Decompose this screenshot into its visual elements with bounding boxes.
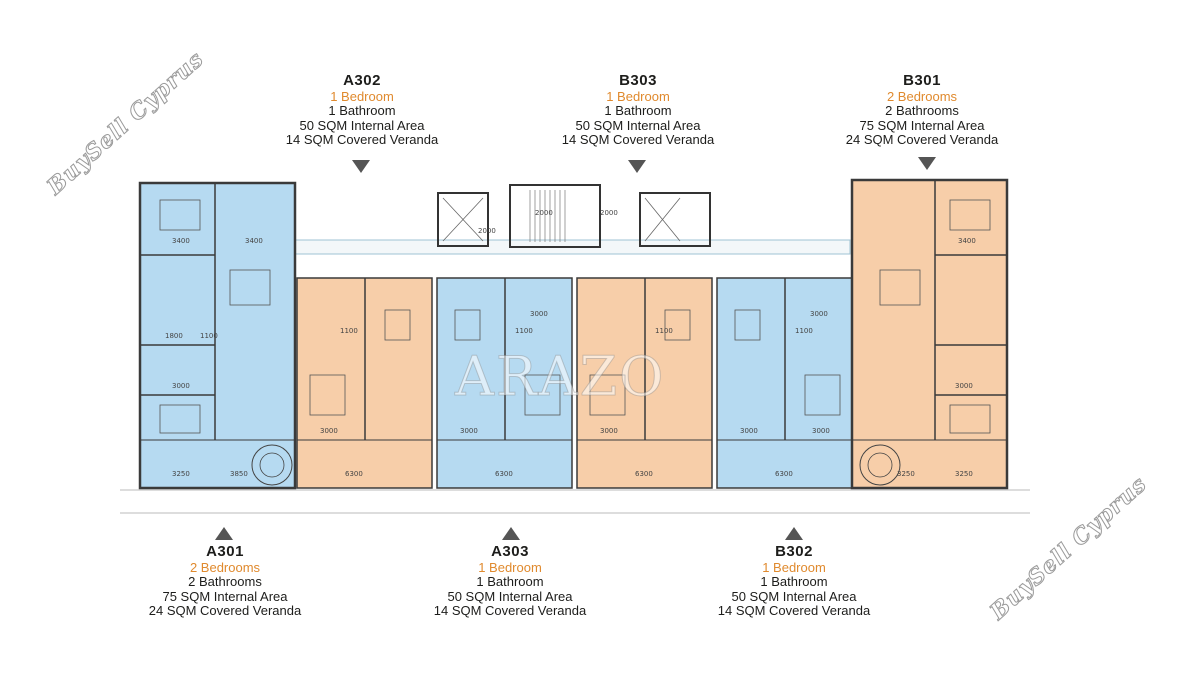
arrow-up-icon (785, 527, 803, 540)
dimension-label: 1800 (165, 332, 183, 340)
unit-covered-veranda: 24 SQM Covered Veranda (845, 132, 999, 147)
dimension-label: 2000 (535, 209, 553, 217)
dimension-label: 1100 (515, 327, 533, 335)
unit-internal-area: 50 SQM Internal Area (731, 588, 857, 604)
dimension-label: 6300 (495, 470, 513, 478)
unit-bedrooms: 2 Bedrooms (189, 559, 261, 575)
dimension-label: 3250 (172, 470, 190, 478)
unit-internal-area: 75 SQM Internal Area (859, 117, 985, 133)
unit-label-b302: B302 1 Bedroom 1 Bathroom 50 SQM Interna… (684, 543, 904, 619)
unit-bedrooms: 1 Bedroom (606, 88, 670, 104)
dimension-labels: 3400 3400 1800 1100 3000 3250 3850 6300 … (165, 209, 976, 478)
unit-b302-plan (716, 277, 853, 489)
arazo-logo-watermark: ARAZO (454, 345, 666, 409)
unit-bedrooms: 2 Bedrooms (886, 88, 958, 104)
unit-a303-plan (436, 277, 573, 489)
unit-label-a301: A301 2 Bedrooms 2 Bathrooms 75 SQM Inter… (115, 543, 335, 619)
unit-label-a302: A302 1 Bedroom 1 Bathroom 50 SQM Interna… (252, 72, 472, 148)
unit-bedrooms: 1 Bedroom (330, 88, 394, 104)
dimension-label: 3000 (460, 427, 478, 435)
arrow-down-icon (628, 160, 646, 173)
unit-b301-plan (850, 178, 1009, 490)
unit-a301-plan (138, 181, 297, 490)
unit-label-a303: A303 1 Bedroom 1 Bathroom 50 SQM Interna… (400, 543, 620, 619)
dimension-label: 6300 (345, 470, 363, 478)
unit-covered-veranda: 14 SQM Covered Veranda (285, 132, 439, 147)
dimension-label: 2000 (478, 227, 496, 235)
dimension-label: 3000 (955, 382, 973, 390)
unit-internal-area: 50 SQM Internal Area (299, 117, 425, 133)
unit-internal-area: 50 SQM Internal Area (575, 117, 701, 133)
unit-code: B302 (775, 543, 813, 560)
dimension-label: 3000 (740, 427, 758, 435)
unit-label-b303: B303 1 Bedroom 1 Bathroom 50 SQM Interna… (528, 72, 748, 148)
unit-bedrooms: 1 Bedroom (762, 559, 826, 575)
dimension-label: 3000 (530, 310, 548, 318)
unit-code: A303 (491, 543, 529, 560)
unit-bathrooms: 1 Bathroom (476, 574, 544, 589)
unit-code: A301 (206, 543, 244, 560)
unit-a302-plan (296, 277, 433, 489)
dimension-label: 3000 (320, 427, 338, 435)
dimension-label: 3000 (812, 427, 830, 435)
dimension-label: 2000 (600, 209, 618, 217)
unit-covered-veranda: 14 SQM Covered Veranda (717, 603, 871, 618)
dimension-label: 1100 (655, 327, 673, 335)
unit-covered-veranda: 24 SQM Covered Veranda (148, 603, 302, 618)
dimension-label: 3400 (245, 237, 263, 245)
unit-label-b301: B301 2 Bedrooms 2 Bathrooms 75 SQM Inter… (812, 72, 1032, 148)
dimension-label: 3400 (172, 237, 190, 245)
unit-covered-veranda: 14 SQM Covered Veranda (433, 603, 587, 618)
unit-covered-veranda: 14 SQM Covered Veranda (561, 132, 715, 147)
unit-code: B303 (619, 72, 657, 89)
arrow-down-icon (352, 160, 370, 173)
dimension-label: 3400 (958, 237, 976, 245)
unit-bathrooms: 1 Bathroom (760, 574, 828, 589)
dimension-label: 1100 (200, 332, 218, 340)
dimension-label: 3000 (172, 382, 190, 390)
dimension-label: 1100 (795, 327, 813, 335)
unit-bathrooms: 1 Bathroom (328, 103, 396, 118)
dimension-label: 1100 (340, 327, 358, 335)
unit-internal-area: 50 SQM Internal Area (447, 588, 573, 604)
dimension-label: 3850 (230, 470, 248, 478)
dimension-label: 3000 (600, 427, 618, 435)
arrow-up-icon (502, 527, 520, 540)
unit-bedrooms: 1 Bedroom (478, 559, 542, 575)
core-stairs-lifts (437, 184, 711, 248)
dimension-label: 6300 (775, 470, 793, 478)
unit-internal-area: 75 SQM Internal Area (162, 588, 288, 604)
unit-code: A302 (343, 72, 381, 89)
unit-bathrooms: 1 Bathroom (604, 103, 672, 118)
unit-code: B301 (903, 72, 941, 89)
unit-b303-plan (576, 277, 713, 489)
dimension-label: 6300 (635, 470, 653, 478)
arrow-up-icon (215, 527, 233, 540)
unit-bathrooms: 2 Bathrooms (885, 103, 959, 118)
unit-bathrooms: 2 Bathrooms (188, 574, 262, 589)
arrow-down-icon (918, 157, 936, 170)
dimension-label: 3250 (955, 470, 973, 478)
dimension-label: 3000 (810, 310, 828, 318)
dimension-label: 3250 (897, 470, 915, 478)
